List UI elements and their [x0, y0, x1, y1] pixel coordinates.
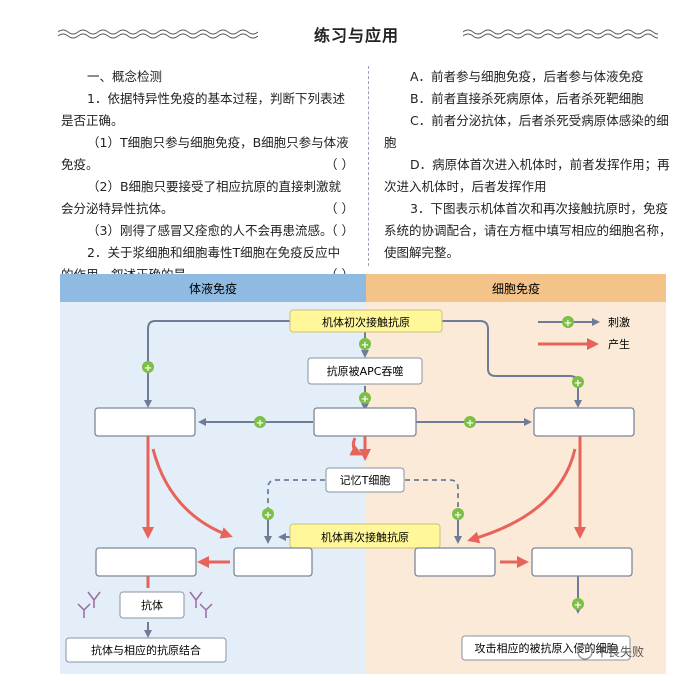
- question-1: 1．依据特异性免疫的基本过程，判断下列表述是否正确。: [61, 91, 345, 128]
- plus-icon: +: [254, 416, 266, 429]
- column-divider: [368, 66, 369, 266]
- plus-icon: +: [464, 416, 476, 429]
- watermark: 不畏失败: [577, 644, 644, 660]
- arrow-first-to-left-box: [144, 320, 290, 408]
- svg-text:+: +: [564, 318, 572, 329]
- section-header: 练习与应用: [58, 22, 658, 46]
- legend-produce: 产生: [608, 337, 630, 351]
- svg-text:+: +: [454, 510, 462, 521]
- first-contact-box: [289, 309, 443, 333]
- first-contact-label: 机体初次接触抗原: [322, 315, 410, 329]
- answer-paren-2: （ ）: [325, 201, 354, 216]
- immune-response-diagram: 体液免疫 细胞免疫: [60, 274, 666, 674]
- svg-text:+: +: [574, 600, 582, 611]
- memory-t-box: [325, 467, 405, 493]
- apc-label: 抗原被APC吞噬: [327, 364, 404, 378]
- page-title: 练习与应用: [314, 26, 400, 45]
- memory-t-label: 记忆T细胞: [340, 474, 391, 487]
- legend: + 刺激 产生: [538, 315, 630, 351]
- plus-icon: +: [142, 361, 154, 374]
- bind-label: 抗体与相应的抗原结合: [91, 643, 201, 657]
- apc-box: [307, 357, 423, 385]
- arrow-center-loop: [349, 437, 363, 456]
- wave-decoration-right: [463, 29, 658, 39]
- second-contact-label: 机体再次接触抗原: [321, 530, 409, 544]
- cellular-region: [366, 274, 666, 674]
- question-1-item-3: （3）刚得了感冒又痊愈的人不会再患流感。: [87, 223, 333, 238]
- arrow-right-to-memory-t: [467, 448, 577, 544]
- humoral-label: 体液免疫: [189, 281, 237, 296]
- svg-text:+: +: [574, 378, 582, 389]
- question-3: 3．下图表示机体首次和再次接触抗原时，免疫系统的协调配合，请在方框中填写相应的细…: [384, 201, 672, 260]
- plus-icon: +: [572, 376, 584, 389]
- blank-box-b-cell[interactable]: [94, 407, 196, 437]
- bind-box: [65, 637, 227, 663]
- question-1-item-2: （2）B细胞只要接受了相应抗原的直接刺激就会分泌特异性抗体。: [61, 179, 342, 216]
- svg-text:+: +: [264, 510, 272, 521]
- answer-paren-1: （ ）: [325, 157, 354, 172]
- option-c: C．前者分泌抗体，后者杀死受病原体感染的细胞: [384, 113, 669, 150]
- option-a: A．前者参与细胞免疫，后者参与体液免疫: [410, 69, 644, 84]
- humoral-region: [60, 274, 366, 674]
- plus-icon: +: [359, 338, 371, 351]
- answer-paren-3: （ ）: [325, 223, 354, 238]
- second-contact-box: [289, 523, 441, 549]
- antibody-box: [119, 591, 185, 619]
- blank-box-helper-t[interactable]: [313, 407, 417, 437]
- plus-icon: +: [262, 508, 274, 521]
- option-d: D．病原体首次进入机体时，前者发挥作用；再次进入机体时，后者发挥作用: [384, 157, 670, 194]
- svg-text:+: +: [144, 363, 152, 374]
- svg-text:+: +: [466, 418, 474, 429]
- blank-box-new-cytotoxic[interactable]: [531, 547, 633, 577]
- svg-text:+: +: [361, 340, 369, 351]
- svg-text:+: +: [256, 418, 264, 429]
- memory-dashed-right: [405, 479, 459, 520]
- plus-nodes: + + + + + + + + +: [142, 338, 584, 611]
- cellular-header-bar: [366, 274, 666, 302]
- section-heading: 一、概念检测: [87, 69, 163, 84]
- attack-box: [461, 635, 631, 661]
- watermark-text: 不畏失败: [596, 644, 644, 659]
- antibody-glyphs: [77, 591, 213, 618]
- plus-icon: +: [359, 392, 371, 405]
- blank-box-cytotoxic-t[interactable]: [533, 407, 635, 437]
- attack-label: 攻击相应的被抗原入侵的细胞: [475, 641, 618, 655]
- plus-icon: +: [452, 508, 464, 521]
- memory-dashed-left: [267, 479, 325, 520]
- humoral-header-bar: [60, 274, 366, 302]
- arrow-left-to-memory-b: [151, 448, 233, 539]
- legend-stimulate: 刺激: [608, 315, 630, 329]
- question-1-item-1: （1）T细胞只参与细胞免疫，B细胞只参与体液免疫。: [61, 135, 349, 172]
- wave-decoration-left: [58, 29, 258, 39]
- question-column-right: A．前者参与细胞免疫，后者参与体液免疫 B．前者直接杀死病原体，后者杀死靶细胞 …: [384, 66, 674, 264]
- antibody-label: 抗体: [141, 598, 163, 612]
- svg-text:+: +: [361, 394, 369, 405]
- blank-box-memory-t-2[interactable]: [414, 547, 496, 577]
- blank-box-plasma[interactable]: [95, 547, 197, 577]
- cellular-label: 细胞免疫: [492, 281, 540, 296]
- plus-icon: +: [572, 598, 584, 611]
- option-b: B．前者直接杀死病原体，后者杀死靶细胞: [410, 91, 644, 106]
- question-column-left: 一、概念检测 1．依据特异性免疫的基本过程，判断下列表述是否正确。 （1）T细胞…: [61, 66, 351, 286]
- blank-box-memory-b[interactable]: [233, 547, 313, 577]
